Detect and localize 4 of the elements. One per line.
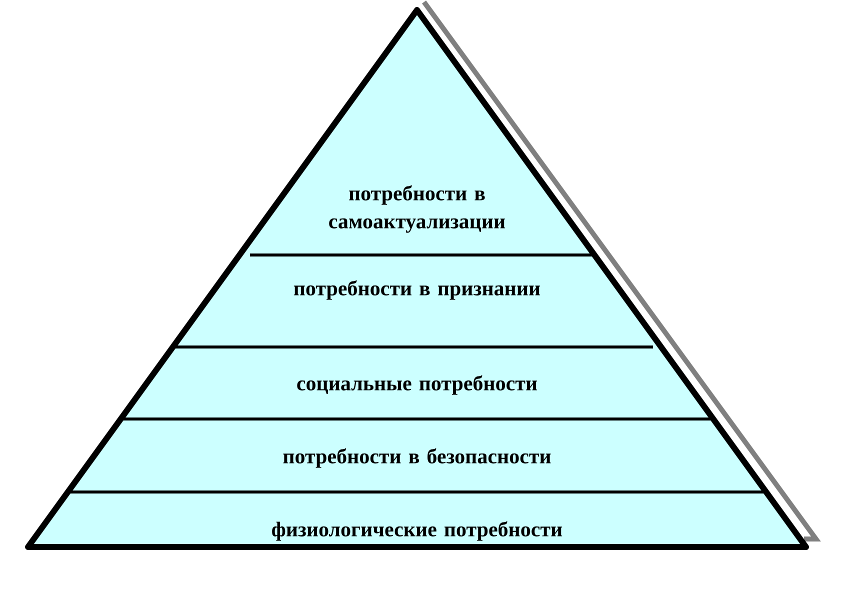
pyramid-tier: потребности в самоактуализации bbox=[240, 10, 594, 255]
pyramid-tier: потребности в безопасности bbox=[68, 419, 766, 492]
pyramid-tier: потребности в признании bbox=[172, 255, 662, 347]
pyramid-tier: социальные потребности bbox=[120, 347, 714, 419]
